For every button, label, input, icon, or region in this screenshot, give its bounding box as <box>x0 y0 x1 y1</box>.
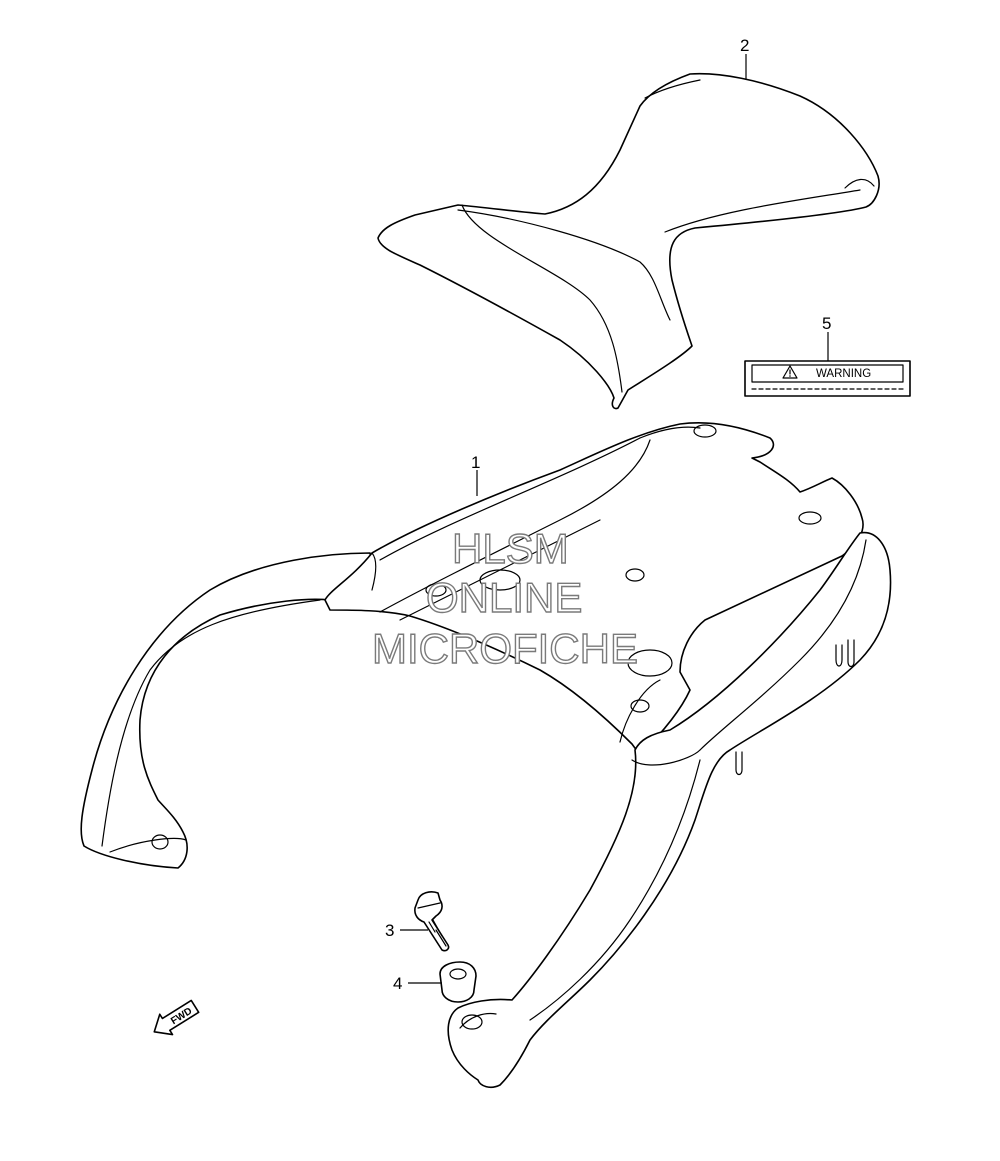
warning-label-part[interactable]: WARNING <box>744 360 911 397</box>
callout-number-2: 2 <box>740 36 749 55</box>
watermark-line-2: ONLINE <box>426 574 582 621</box>
forward-direction-arrow: FWD <box>153 999 200 1036</box>
watermark: HLSM ONLINE MICROFICHE <box>371 524 638 672</box>
callout-number-5: 5 <box>822 314 831 333</box>
callout-number-1: 1 <box>471 453 480 472</box>
watermark-line-3: MICROFICHE <box>372 625 638 672</box>
cover-part[interactable] <box>377 72 880 410</box>
bolt-part[interactable] <box>414 891 450 952</box>
warning-label-text: WARNING <box>816 368 871 380</box>
watermark-line-1: HLSM <box>452 525 569 572</box>
warning-triangle-icon <box>782 365 798 379</box>
callout-number-4: 4 <box>393 974 402 993</box>
carrier-part[interactable] <box>80 421 892 1088</box>
forward-arrow-icon: FWD <box>153 999 200 1036</box>
callout-number-3: 3 <box>385 921 394 940</box>
washer-part[interactable] <box>439 961 477 1003</box>
